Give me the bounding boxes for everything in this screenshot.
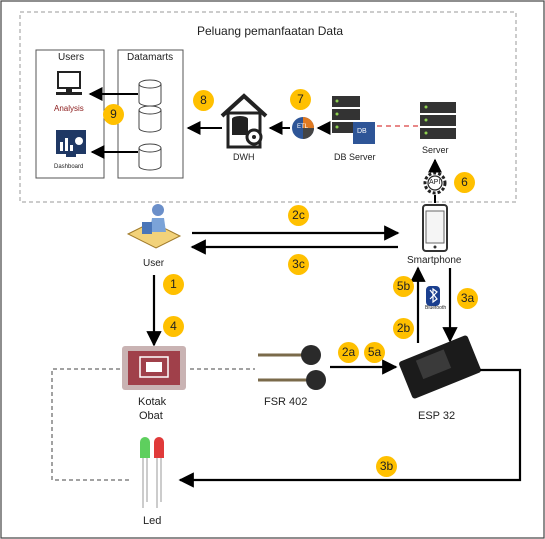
api-gear-icon [423,171,447,195]
dashboard-label: Dashboard [54,164,84,170]
kotak-led-link [51,368,132,481]
users-box [35,49,105,179]
diagram-title: Peluang pemanfaatan Data [197,24,344,38]
kotak-obat-icon [122,346,186,390]
bluetooth-label: Bluetooth [425,305,447,311]
step-badge-8: 8 [193,90,214,111]
dashboard-icon [56,130,86,157]
step-badge-1: 1 [163,274,184,295]
data-utilization-region [19,11,517,203]
monitor-icon [56,71,82,95]
step-badge-3c: 3c [288,254,309,275]
step-badge-5a: 5a [364,342,385,363]
etl-icon [292,117,314,139]
user-label: User [143,258,165,269]
analysis-label: Analysis [54,104,84,113]
datamarts-box-label: Datamarts [127,52,174,63]
step-badge-2c: 2c [288,205,309,226]
step-badge-6: 6 [454,172,475,193]
esp-label: ESP 32 [418,410,456,422]
step-badge-2b: 2b [393,318,414,339]
step-badge-4: 4 [163,316,184,337]
api-label: API [429,179,441,186]
datamart-cylinder-top [138,79,162,107]
bluetooth-icon [426,286,440,306]
step-badge-3b: 3b [376,456,397,477]
datamart-cylinder-middle [138,105,162,133]
server-icon [420,102,456,139]
step-badge-2a: 2a [338,342,359,363]
dwh-label: DWH [233,152,255,162]
smartphone-icon [422,204,448,252]
kotak-obat-label-line2: Obat [139,410,163,422]
led-label: Led [143,515,162,527]
fsr-label: FSR 402 [264,396,308,408]
users-box-label: Users [58,52,85,63]
led-icon [140,437,164,508]
etl-label: ETL [297,124,309,130]
esp32-board-icon [399,335,481,399]
step-badge-3a: 3a [457,288,478,309]
kotak-obat-label-line1: Kotak [138,396,167,408]
db-server-icon [332,96,375,144]
smartphone-label: Smartphone [407,255,462,266]
step-badge-9: 9 [103,104,124,125]
db-label: DB [357,128,367,135]
dwh-house-icon [220,93,268,149]
user-icon [126,204,182,249]
step-badge-5b: 5b [393,276,414,297]
step-badge-7: 7 [290,89,311,110]
datamart-cylinder-bottom [138,143,162,171]
db-server-label: DB Server [334,152,376,162]
fsr-sensor-icon [258,345,326,390]
arrow-esp-to-led [178,368,522,488]
server-label: Server [422,145,449,155]
